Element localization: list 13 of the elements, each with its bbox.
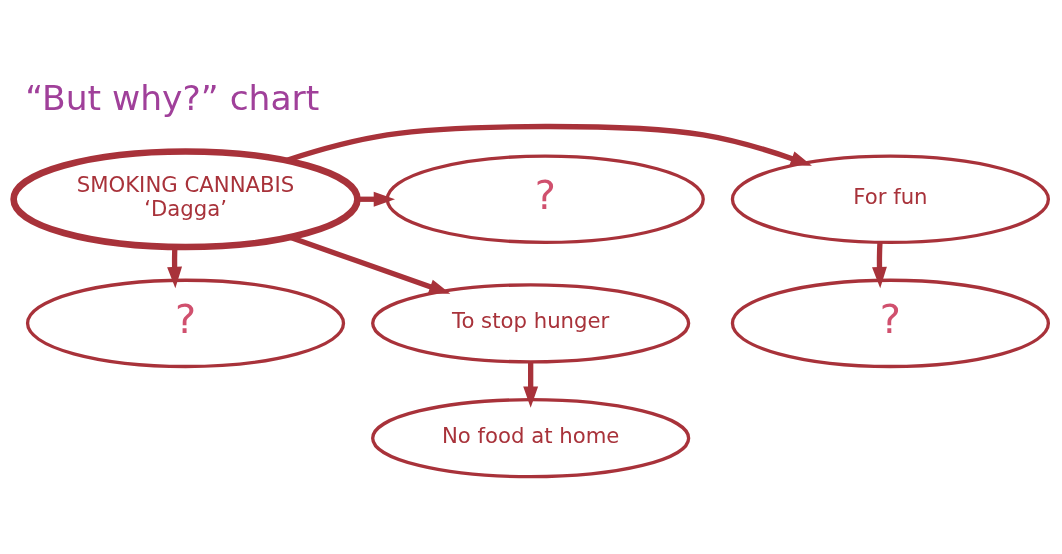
arrow <box>523 362 539 408</box>
arrow <box>285 123 812 166</box>
node-ellipse: No food at home <box>371 398 691 479</box>
node-ellipse: For fun <box>730 154 1051 245</box>
diagram-title: “But why?” chart <box>25 78 320 119</box>
node-ellipse: To stop hunger <box>371 283 691 364</box>
node-ellipse: SMOKING CANNABIS ‘Dagga’ <box>10 148 361 251</box>
arrow <box>872 242 887 289</box>
node-ellipse: ? <box>730 278 1051 369</box>
node-ellipse: ? <box>385 154 705 245</box>
arrow <box>357 191 395 207</box>
arrow <box>167 247 183 289</box>
node-ellipse: ? <box>25 278 346 369</box>
